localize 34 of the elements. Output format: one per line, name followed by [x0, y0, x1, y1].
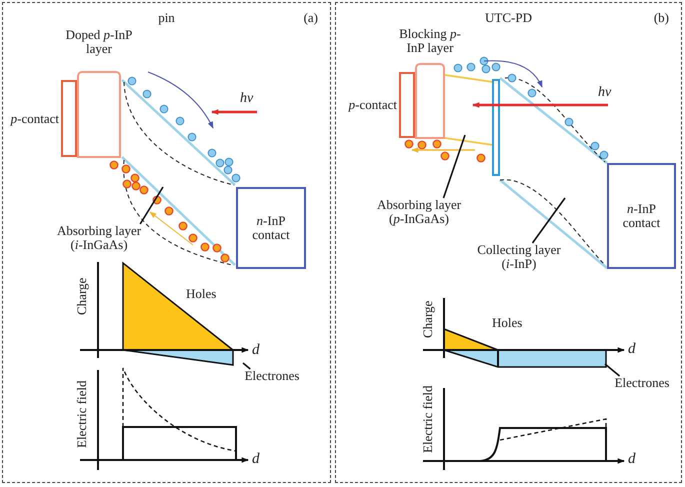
photon-label: hv	[240, 92, 254, 106]
layer-label: Collecting layer (i-InP)	[474, 243, 564, 275]
leader-line	[532, 198, 566, 244]
layer-label: Electrones	[609, 376, 675, 392]
photon-label: hv	[598, 86, 612, 100]
axis-label: Electric field	[421, 384, 436, 455]
layer-label: Doped p-InP layer	[64, 28, 134, 56]
leader-line	[604, 363, 620, 377]
layer-label: Blocking p-InP layer	[398, 27, 462, 55]
axis-label: d	[628, 452, 636, 466]
layer-label: Absorbing layer (p-InGaAs)	[370, 198, 468, 230]
axis-label: d	[628, 342, 636, 356]
layer-label: Absorbing layer (i-InGaAs)	[50, 224, 148, 256]
axis-label: Charge	[75, 276, 90, 317]
curve-label: Holes	[492, 316, 522, 330]
layer-label: Electrones	[240, 369, 304, 385]
panel-title: UTC-PD	[485, 10, 532, 25]
layer-label: p-contact	[348, 98, 397, 112]
panel-letter: (b)	[654, 11, 669, 25]
panel-letter: (a)	[304, 11, 318, 25]
axis-label: Charge	[421, 299, 436, 340]
leader-line	[242, 362, 251, 370]
axis-label: d	[252, 343, 260, 357]
axis-label: d	[252, 452, 260, 466]
panel-title: pin	[158, 10, 175, 25]
axis-label: Electric field	[75, 379, 90, 450]
layer-label: p-contact	[10, 112, 59, 126]
leader-line	[139, 186, 164, 224]
contact-block: n-InP contact	[607, 163, 676, 269]
figure-panel	[2, 2, 331, 483]
figure-panel	[335, 2, 682, 483]
curve-label: Holes	[186, 287, 216, 301]
leader-line	[442, 134, 466, 198]
contact-block: n-InP contact	[236, 187, 306, 269]
